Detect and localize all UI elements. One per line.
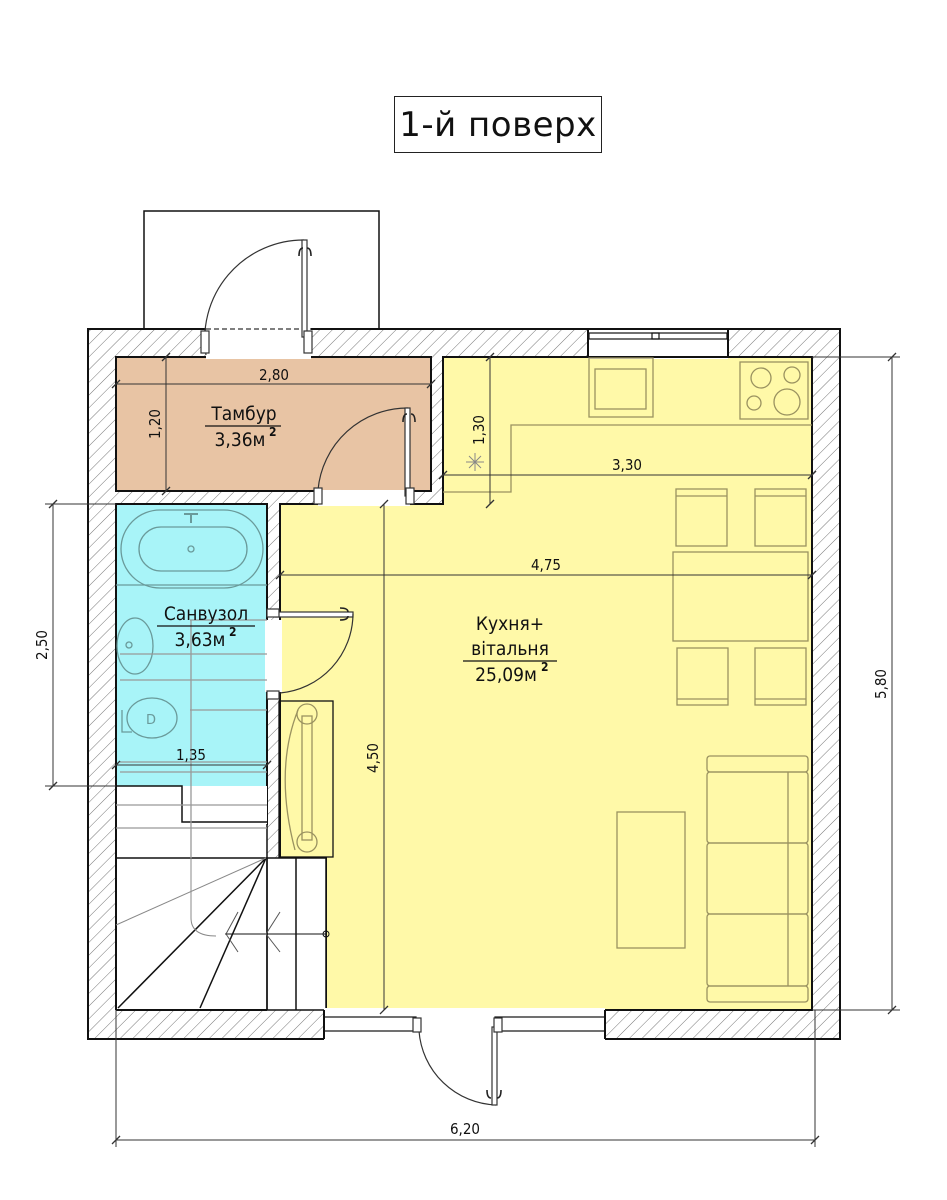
dimension-lines: [45, 352, 900, 1147]
room-name-kitchen-line2: вітальня: [471, 638, 549, 660]
room-name-tambur: Тамбур: [210, 403, 276, 425]
svg-text:2: 2: [229, 625, 237, 639]
stairs: [115, 857, 330, 1010]
toilet-icon: [126, 697, 178, 739]
dimension-labels: 2,80 1,20 1,30 3,30 4,75 4,50 2,50 1,35 …: [33, 366, 890, 1138]
room-area-bathroom: 3,63м: [175, 629, 226, 651]
dim-bathroom-height: 2,50: [33, 630, 51, 660]
bathroom-fixtures: D: [116, 509, 267, 858]
room-area-tambur: 3,36м: [215, 429, 266, 451]
cooktop-icon: [739, 361, 809, 420]
dim-kitchen-depth: 1,30: [470, 415, 488, 445]
window-top: [587, 328, 729, 358]
kitchen-furniture: [278, 357, 812, 1003]
door-bathroom[interactable]: [266, 607, 354, 700]
bathtub-icon: [120, 509, 264, 589]
sink-icon: [588, 357, 654, 418]
door-tambur-kitchen[interactable]: [313, 407, 416, 505]
room-label-tambur: Тамбур 3,36м 2: [205, 403, 281, 451]
sofa-icon: [706, 755, 809, 1003]
entry-door-front[interactable]: [412, 1017, 503, 1106]
dim-total-height: 5,80: [872, 669, 890, 699]
dim-tambur-width: 2,80: [259, 366, 289, 384]
entry-door-porch[interactable]: [200, 239, 313, 356]
room-area-kitchen: 25,09м: [475, 664, 537, 686]
dining-table-icon: [672, 488, 809, 706]
room-label-kitchen-living: Кухня+ вітальня 25,09м 2: [463, 613, 557, 686]
washbasin-icon: [116, 617, 154, 675]
dim-living-depth: 4,50: [364, 743, 382, 773]
porch-outline: [143, 210, 380, 330]
svg-text:D: D: [146, 713, 156, 728]
dim-total-width: 6,20: [450, 1120, 480, 1138]
floor-title: 1-й поверх: [394, 96, 602, 153]
svg-text:2: 2: [269, 425, 277, 439]
dim-living-width: 4,75: [531, 556, 561, 574]
cabinet-icon: [278, 700, 334, 858]
asterisk-marker-icon: [466, 453, 484, 471]
dim-kitchen-width: 3,30: [612, 456, 642, 474]
coffee-table-icon: [616, 811, 686, 949]
room-label-bathroom: Санвузол 3,63м 2: [157, 603, 255, 651]
room-name-bathroom: Санвузол: [164, 603, 248, 625]
room-name-kitchen-line1: Кухня+: [476, 613, 544, 635]
svg-text:2: 2: [541, 660, 549, 674]
dim-bathroom-width: 1,35: [176, 746, 206, 764]
dim-tambur-depth: 1,20: [146, 409, 164, 439]
